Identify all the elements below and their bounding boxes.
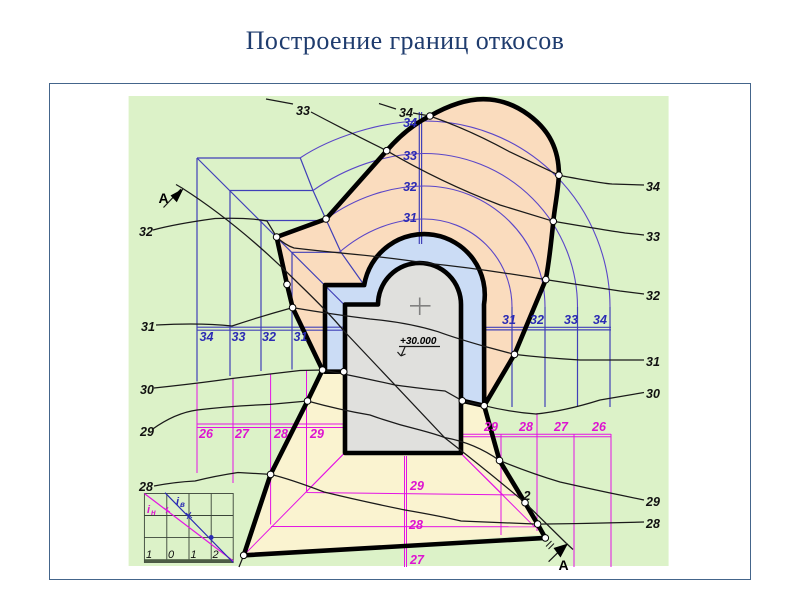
svg-text:A: A: [159, 190, 169, 206]
svg-text:31: 31: [646, 355, 660, 369]
svg-text:31: 31: [294, 330, 308, 344]
svg-text:28: 28: [138, 480, 153, 494]
svg-text:28: 28: [645, 517, 660, 531]
svg-text:26: 26: [198, 427, 214, 441]
svg-text:29: 29: [139, 425, 154, 439]
svg-text:33: 33: [403, 149, 417, 163]
svg-text:29: 29: [645, 495, 660, 509]
svg-text:32: 32: [262, 330, 276, 344]
svg-text:33: 33: [564, 313, 578, 327]
svg-text:33: 33: [296, 104, 310, 118]
svg-text:30: 30: [140, 383, 154, 397]
svg-text:34: 34: [200, 330, 214, 344]
svg-text:i: i: [147, 504, 151, 516]
svg-text:31: 31: [502, 313, 516, 327]
svg-text:27: 27: [409, 553, 425, 567]
svg-text:29: 29: [409, 479, 424, 493]
svg-text:2: 2: [523, 489, 531, 503]
svg-text:A: A: [559, 557, 569, 573]
svg-text:1: 1: [191, 549, 197, 561]
svg-text:34: 34: [593, 313, 607, 327]
svg-text:28: 28: [518, 420, 533, 434]
svg-text:34: 34: [399, 106, 413, 120]
svg-text:32: 32: [530, 313, 544, 327]
svg-text:30: 30: [646, 387, 660, 401]
svg-text:33: 33: [646, 230, 660, 244]
svg-text:33: 33: [232, 330, 246, 344]
svg-text:29: 29: [309, 427, 324, 441]
svg-text:28: 28: [273, 427, 288, 441]
svg-text:0: 0: [168, 549, 175, 561]
svg-text:29: 29: [483, 420, 498, 434]
svg-text:н: н: [151, 508, 156, 517]
svg-text:2: 2: [212, 549, 219, 561]
svg-text:в: в: [180, 500, 185, 509]
svg-text:34: 34: [646, 180, 660, 194]
svg-text:i: i: [176, 496, 180, 508]
svg-text:32: 32: [403, 180, 417, 194]
svg-text:1: 1: [146, 549, 152, 561]
svg-text:28: 28: [408, 518, 423, 532]
svg-text:26: 26: [591, 420, 607, 434]
svg-text:32: 32: [139, 225, 153, 239]
svg-text:+30.000: +30.000: [400, 336, 437, 347]
svg-text:32: 32: [646, 289, 660, 303]
svg-text:31: 31: [403, 211, 417, 225]
svg-text:27: 27: [234, 427, 250, 441]
svg-text:34: 34: [403, 116, 417, 130]
svg-text:27: 27: [553, 420, 569, 434]
svg-text:31: 31: [141, 320, 155, 334]
